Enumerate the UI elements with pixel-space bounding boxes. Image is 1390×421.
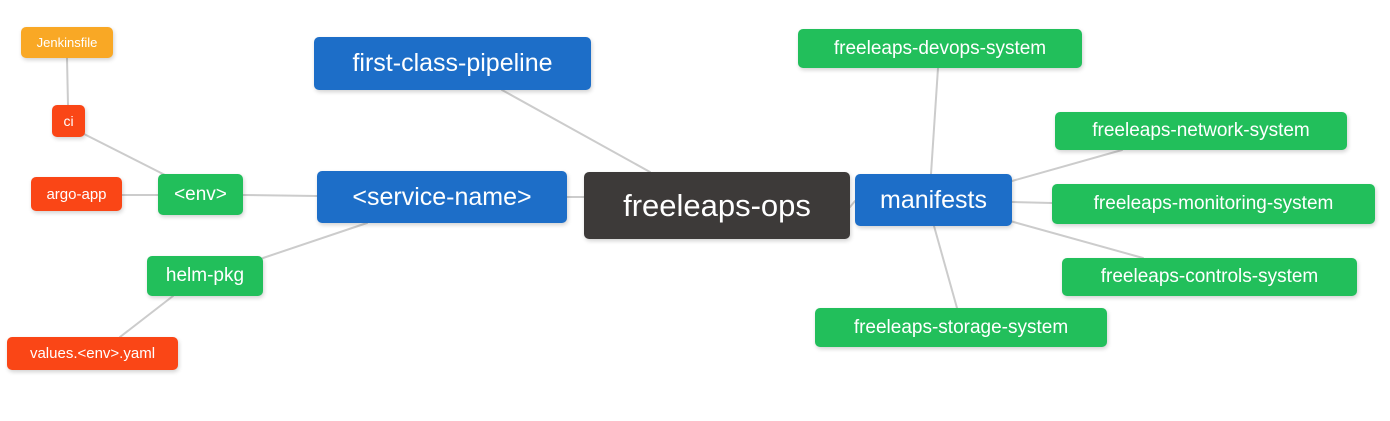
edge-env-service-name	[242, 194, 318, 197]
edge-values-helm-pkg	[119, 295, 174, 338]
node-argo-app[interactable]: argo-app	[31, 177, 122, 211]
edge-helm-pkg-service-name	[262, 222, 368, 259]
edge-ci-env	[83, 133, 168, 177]
node-freeleaps-ops-root[interactable]: freeleaps-ops	[584, 172, 850, 239]
edge-manifests-network	[1011, 149, 1123, 182]
node-env[interactable]: <env>	[158, 174, 243, 215]
edge-jenkinsfile-ci	[66, 57, 69, 106]
node-network-system[interactable]: freeleaps-network-system	[1055, 112, 1347, 150]
node-service-name[interactable]: <service-name>	[317, 171, 567, 223]
node-manifests[interactable]: manifests	[855, 174, 1012, 226]
node-controls-system[interactable]: freeleaps-controls-system	[1062, 258, 1357, 296]
edge-root-manifests	[849, 200, 856, 208]
node-ci[interactable]: ci	[52, 105, 85, 137]
edge-manifests-monitoring	[1011, 201, 1053, 204]
edge-manifests-storage	[933, 225, 958, 309]
edge-manifests-controls	[1009, 220, 1144, 259]
node-storage-system[interactable]: freeleaps-storage-system	[815, 308, 1107, 347]
edge-manifests-devops	[930, 67, 939, 175]
edge-pipeline-root	[501, 89, 651, 173]
node-devops-system[interactable]: freeleaps-devops-system	[798, 29, 1082, 68]
node-values-env-yaml[interactable]: values.<env>.yaml	[7, 337, 178, 370]
node-jenkinsfile[interactable]: Jenkinsfile	[21, 27, 113, 58]
node-first-class-pipeline[interactable]: first-class-pipeline	[314, 37, 591, 90]
node-monitoring-system[interactable]: freeleaps-monitoring-system	[1052, 184, 1375, 224]
node-helm-pkg[interactable]: helm-pkg	[147, 256, 263, 296]
